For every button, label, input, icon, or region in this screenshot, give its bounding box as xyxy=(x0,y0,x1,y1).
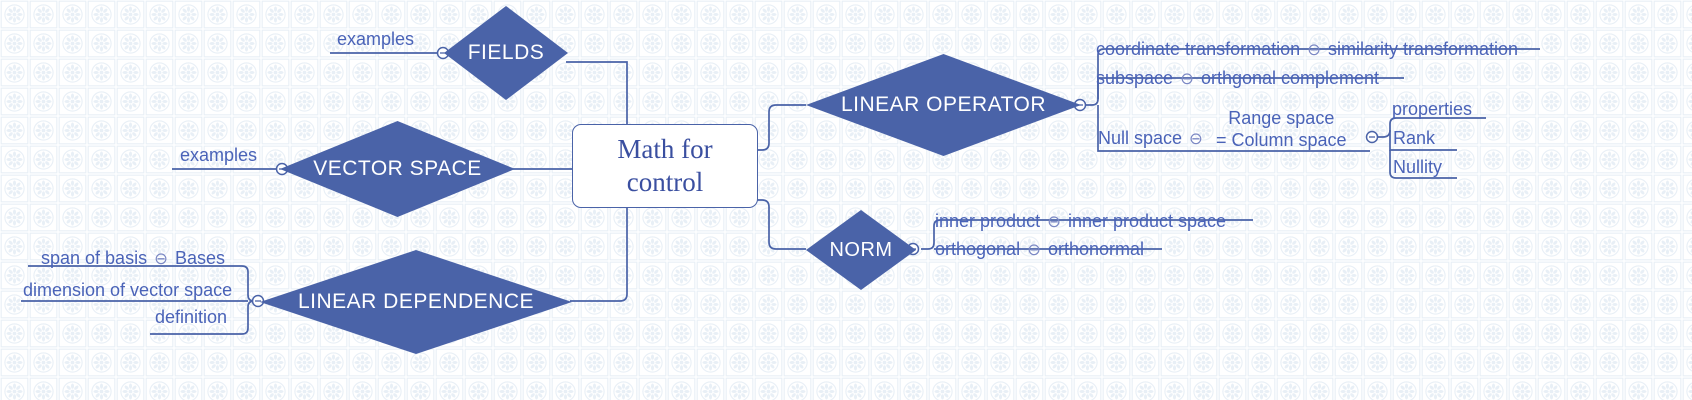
leaf-text-span-of-basis: span of basis xyxy=(41,248,148,268)
wire-lo-child-1 xyxy=(1084,48,1540,106)
collapse-toggle-icon[interactable]: ⊖ xyxy=(1047,212,1061,231)
root-title-line-1: Math for xyxy=(617,133,713,164)
leaf-null-space-range-space[interactable]: Null space ⊖ xyxy=(1098,128,1210,149)
collapse-toggle-icon[interactable]: ⊖ xyxy=(1189,129,1203,148)
edge-label-vector-space-examples: examples xyxy=(180,145,258,165)
leaf-text-orthonormal: orthonormal xyxy=(1047,239,1144,259)
node-norm-label: NORM xyxy=(829,238,893,261)
collapse-toggle-icon[interactable]: ⊖ xyxy=(154,249,168,268)
leaf-orthogonal-orthonormal[interactable]: orthogonal ⊖ orthonormal xyxy=(935,239,1144,260)
leaf-inner-product-space[interactable]: inner product ⊖ inner product space xyxy=(935,211,1226,232)
leaf-dimension-of-vector-space[interactable]: dimension of vector space xyxy=(23,280,233,300)
leaf-text-null-space: Null space xyxy=(1098,128,1183,148)
leaf-text-orthogonal-complement: orthgonal complement xyxy=(1200,68,1380,88)
collapse-toggle-icon[interactable]: ⊖ xyxy=(1307,40,1321,59)
wire-properties-nullity xyxy=(1389,150,1457,179)
edge-label-fields-examples: examples xyxy=(337,29,415,49)
node-fields[interactable]: FIELDS xyxy=(444,6,568,100)
root-node[interactable]: Math for control xyxy=(572,124,758,208)
wire-norm-child-1 xyxy=(921,219,1253,250)
wire-properties-header xyxy=(1376,117,1486,138)
leaf-span-of-basis-bases[interactable]: span of basis ⊖ Bases xyxy=(41,248,225,269)
leaf-text-orthogonal: orthogonal xyxy=(935,239,1021,259)
leaf-text-column-space: = Column space xyxy=(1216,129,1347,150)
node-linear-operator-label: LINEAR OPERATOR xyxy=(840,93,1047,116)
node-vector-space-label: VECTOR SPACE xyxy=(313,157,482,180)
leaf-definition[interactable]: definition xyxy=(155,307,228,327)
wire-root-to-linear-dependence xyxy=(570,205,628,302)
collapse-toggle-icon[interactable]: ⊖ xyxy=(1180,69,1194,88)
leaf-nullity[interactable]: Nullity xyxy=(1393,157,1443,177)
wire-ld-child-3 xyxy=(150,300,255,335)
leaf-text-inner-product: inner product xyxy=(935,211,1041,231)
leaf-text-bases: Bases xyxy=(174,248,225,268)
node-fields-label: FIELDS xyxy=(467,41,545,64)
root-title-line-2: control xyxy=(626,167,704,197)
leaf-text-similarity-transformation: similarity transformation xyxy=(1327,39,1519,59)
node-linear-dependence-label: LINEAR DEPENDENCE xyxy=(297,290,535,313)
leaf-rank[interactable]: Rank xyxy=(1393,128,1436,148)
leaf-text-range-space: Range space xyxy=(1228,108,1335,128)
node-linear-operator[interactable]: LINEAR OPERATOR xyxy=(806,54,1081,156)
wire-root-to-norm xyxy=(755,199,806,250)
wire-lo-child-3 xyxy=(1097,105,1370,152)
wire-lo-child-2 xyxy=(1097,77,1404,99)
node-vector-space[interactable]: VECTOR SPACE xyxy=(280,121,515,217)
leaf-text-inner-product-space: inner product space xyxy=(1067,211,1227,231)
collapse-toggle-icon[interactable]: ⊖ xyxy=(1027,240,1041,259)
node-linear-dependence[interactable]: LINEAR DEPENDENCE xyxy=(260,250,572,354)
wire-root-to-linear-operator xyxy=(755,104,806,151)
leaf-text-coordinate-transformation: coordinate transformation xyxy=(1096,39,1301,59)
leaf-subspace-orthogonal-complement[interactable]: subspace ⊖ orthgonal complement xyxy=(1096,68,1379,89)
leaf-range-space-column-space[interactable]: Range space = Column space xyxy=(1216,108,1347,152)
leaf-coordinate-similarity-transformation[interactable]: coordinate transformation ⊖ similarity tra… xyxy=(1096,39,1518,60)
wire-root-to-fields xyxy=(566,61,628,150)
leaf-text-subspace: subspace xyxy=(1096,68,1174,88)
node-norm[interactable]: NORM xyxy=(806,210,916,290)
leaf-properties[interactable]: properties xyxy=(1392,99,1473,119)
